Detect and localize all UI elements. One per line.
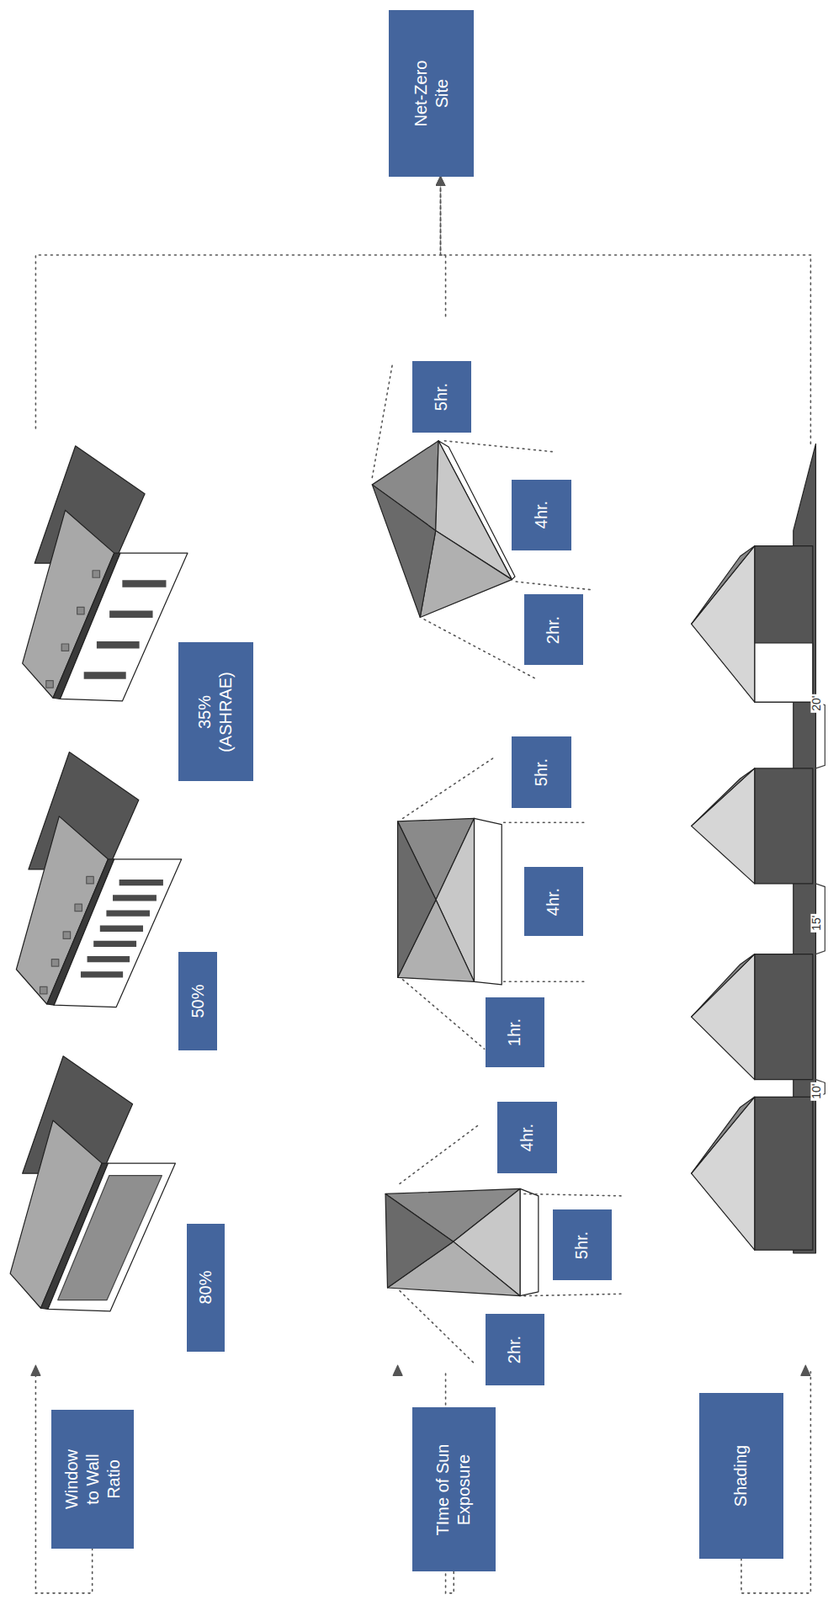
label-box: 1hr. xyxy=(485,997,545,1067)
house-roof xyxy=(691,546,755,702)
glass-curtain xyxy=(58,1175,163,1301)
building-facade xyxy=(53,859,181,1008)
window-strip xyxy=(112,894,157,901)
window-strip xyxy=(100,925,144,932)
box-text: 80% xyxy=(195,1270,217,1305)
box-text: 5hr. xyxy=(430,382,452,411)
house-body xyxy=(754,546,813,702)
window-strip xyxy=(80,971,123,977)
label-box: Shading xyxy=(699,1392,783,1558)
label-box: TIme of Sun Exposure xyxy=(412,1406,496,1572)
label-box: 2hr. xyxy=(485,1313,545,1386)
box-text: 5hr. xyxy=(571,1230,593,1258)
house-body xyxy=(754,768,813,884)
window-strip xyxy=(119,879,164,886)
box-text: 50% xyxy=(187,983,209,1018)
window-strip xyxy=(106,909,150,916)
dotted-line xyxy=(504,981,587,983)
massing-side xyxy=(520,1188,539,1296)
box-text: 1hr. xyxy=(504,1018,526,1046)
roof-unit xyxy=(74,903,82,911)
box-text: Window to Wall Ratio xyxy=(60,1443,124,1513)
box-text: Net-Zero Site xyxy=(410,51,453,136)
arrow-head xyxy=(392,1364,403,1375)
label-box: 4hr. xyxy=(511,479,571,552)
label-box: 5hr. xyxy=(511,736,571,808)
house-roof xyxy=(691,1096,755,1250)
massing-face xyxy=(419,530,512,617)
box-text: 4hr. xyxy=(543,887,565,916)
dotted-connector xyxy=(35,176,441,1593)
dimension-label: 10' xyxy=(810,1082,823,1101)
house-roof-hip xyxy=(691,768,755,826)
arrow-head xyxy=(31,1364,41,1375)
massing-face xyxy=(371,484,436,618)
dimension-label: 20' xyxy=(810,694,823,713)
house-roof xyxy=(691,768,755,884)
roof-unit xyxy=(77,606,85,614)
label-box: 2hr. xyxy=(524,594,584,665)
label-box: 50% xyxy=(178,951,218,1051)
window-strip xyxy=(84,671,127,679)
label-box: 5hr. xyxy=(412,360,472,433)
dimension-label: 15' xyxy=(810,913,823,933)
box-text: 35% (ASHRAE) xyxy=(194,664,237,759)
house-roof xyxy=(691,954,755,1080)
roof-unit xyxy=(46,680,54,688)
house-roof-hip xyxy=(691,1096,755,1173)
window-strip xyxy=(122,579,166,587)
house-roof-hip xyxy=(691,546,755,625)
roof-unit xyxy=(40,986,48,993)
box-text: TIme of Sun Exposure xyxy=(432,1426,475,1553)
dotted-line xyxy=(524,1293,622,1296)
box-text: 2hr. xyxy=(504,1335,526,1364)
dotted-line xyxy=(424,619,536,679)
roof-unit xyxy=(61,643,69,651)
building-facade xyxy=(59,552,187,701)
dotted-line xyxy=(524,1193,622,1195)
label-box: 4hr. xyxy=(497,1101,557,1173)
dotted-line xyxy=(399,1124,480,1184)
house-body xyxy=(754,1096,813,1250)
house-face xyxy=(754,642,813,702)
dotted-line xyxy=(444,440,556,452)
label-box: 80% xyxy=(186,1223,225,1351)
roof-unit xyxy=(51,959,59,966)
house-body xyxy=(754,954,813,1080)
building-facade xyxy=(47,1162,176,1311)
label-box: 4hr. xyxy=(524,866,584,936)
massing-face xyxy=(385,1193,454,1288)
roof-unit xyxy=(63,931,70,939)
dotted-line xyxy=(403,979,485,1049)
dotted-connector xyxy=(440,176,812,1593)
dotted-line xyxy=(399,1290,474,1364)
label-box: 35% (ASHRAE) xyxy=(178,642,253,781)
window-strip xyxy=(109,610,153,618)
label-box: 5hr. xyxy=(552,1209,612,1280)
window-strip xyxy=(96,641,140,648)
massing-side xyxy=(473,817,502,985)
dotted-line xyxy=(515,581,592,590)
box-text: Shading xyxy=(730,1444,752,1507)
label-box: Window to Wall Ratio xyxy=(51,1409,134,1549)
window-strip xyxy=(93,940,137,947)
dotted-line xyxy=(504,821,587,823)
massing-face xyxy=(398,821,436,977)
box-text: 4hr. xyxy=(530,500,552,529)
box-text: 5hr. xyxy=(530,758,552,786)
roof-unit xyxy=(86,875,94,883)
dotted-line xyxy=(403,757,495,819)
house-roof-hip xyxy=(691,954,755,1018)
dotted-line xyxy=(371,363,393,478)
box-text: 4hr. xyxy=(516,1122,538,1151)
label-box: Net-Zero Site xyxy=(388,10,475,177)
roof-unit xyxy=(92,570,100,578)
window-strip xyxy=(87,955,131,962)
arrow-head xyxy=(801,1364,811,1375)
box-text: 2hr. xyxy=(543,615,565,644)
